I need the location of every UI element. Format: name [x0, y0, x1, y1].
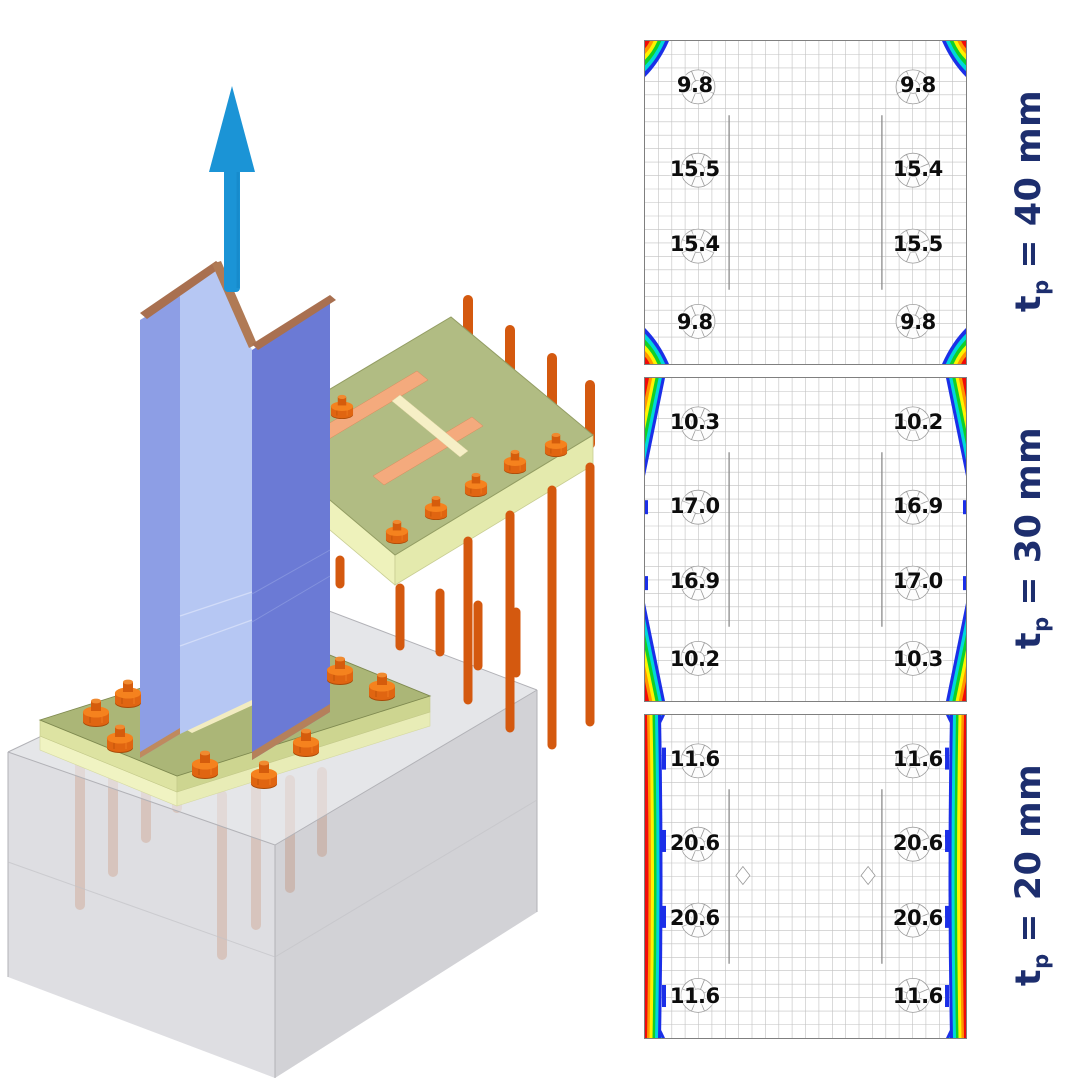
anchor-force-value: 10.2 [669, 647, 720, 671]
anchor-force-value: 9.8 [899, 310, 936, 334]
anchor-force-value: 20.6 [892, 905, 943, 930]
anchor-force-value: 11.6 [669, 984, 720, 1008]
fem-mesh-tp40 [645, 41, 966, 364]
anchor-force-value: 11.6 [892, 746, 943, 771]
anchor-force-value: 9.8 [676, 72, 713, 97]
thickness-label-tp30: tp= 30 mm [1009, 426, 1053, 650]
anchor-force-value: 16.9 [892, 493, 943, 518]
anchor-force-value: 15.4 [892, 156, 943, 181]
thickness-label-tp40: tp= 40 mm [1009, 89, 1053, 313]
fem-panel-tp20: 11.6 11.6 20.6 20.6 20.6 20.6 11.6 11.6 [644, 714, 967, 1039]
anchor-force-value: 10.3 [892, 647, 943, 671]
anchor-force-value: 20.6 [892, 830, 943, 855]
anchor-force-value: 10.3 [669, 409, 720, 434]
anchor-force-value: 20.6 [669, 905, 720, 930]
steel-column [140, 261, 336, 760]
anchor-force-value: 17.0 [669, 493, 720, 518]
thickness-label-tp20: tp= 20 mm [1009, 763, 1053, 987]
uplift-arrow [209, 86, 255, 292]
anchor-force-value: 17.0 [892, 568, 943, 593]
fem-panel-tp40: 9.8 9.8 15.5 15.4 15.4 15.5 9.8 9.8 [644, 40, 967, 365]
anchor-force-value: 20.6 [669, 830, 720, 855]
anchor-force-value: 15.5 [892, 231, 943, 256]
anchor-force-value: 10.2 [892, 409, 943, 434]
fem-mesh-tp30 [645, 378, 966, 701]
anchor-force-value: 16.9 [669, 568, 720, 593]
anchor-force-value: 9.8 [899, 72, 936, 97]
fem-mesh-tp20 [645, 715, 966, 1038]
anchor-force-value: 9.8 [676, 310, 713, 334]
fem-panel-tp30: 10.3 10.2 17.0 16.9 16.9 17.0 10.2 10.3 [644, 377, 967, 702]
anchor-force-value: 15.4 [669, 231, 720, 256]
anchor-force-value: 11.6 [669, 746, 720, 771]
floating-base-plate [252, 295, 595, 750]
anchor-force-value: 11.6 [892, 984, 943, 1008]
anchor-rods-below [335, 462, 595, 750]
assembly-illustration [7, 86, 595, 1078]
anchor-force-value: 15.5 [669, 156, 720, 181]
